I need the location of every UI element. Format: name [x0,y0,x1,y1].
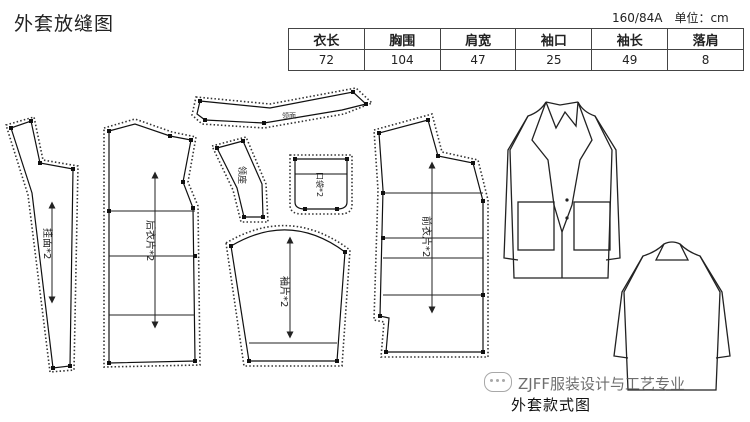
coat-front-sketch [503,101,621,279]
unit-label: 单位：cm [674,11,729,25]
pocket-label: 口袋*2 [315,172,325,197]
page-title: 外套放缝图 [14,13,115,35]
spec-value: 47 [439,49,517,71]
coat-back-sketch [613,241,731,391]
back-label: 后衣片*2 [144,220,157,261]
corner-markers [9,90,485,370]
style-caption: 外套款式图 [511,396,592,414]
spec-value: 104 [363,49,441,71]
spec-header: 落肩 [667,28,744,50]
front-label: 前衣片*2 [420,216,433,257]
wechat-icon [484,372,512,392]
front-piece: 前衣片*2 [373,113,489,358]
spec-table: 衣长 胸围 肩宽 袖口 袖长 落肩 72 104 47 25 49 8 [288,28,744,71]
size-info: 160/84A 单位：cm [612,9,741,26]
spec-header-row: 衣长 胸围 肩宽 袖口 袖长 落肩 [288,28,744,50]
collar-stand-piece: 领座 [210,136,269,223]
facing-piece: 挂面*2 [4,115,79,373]
watermark: ZJFF服装设计与工艺专业 [484,372,685,394]
coat-buttons [565,198,569,220]
sleeve-piece: 袖片*2 [225,224,351,367]
facing-label: 挂面*2 [41,228,54,259]
pocket-piece: 口袋*2 [289,154,353,215]
spec-header: 袖口 [515,28,593,50]
sleeve-label: 袖片*2 [278,276,291,307]
size-code: 160/84A [612,11,663,25]
spec-header: 肩宽 [439,28,517,50]
collar-notch-label: 领面 [282,111,296,120]
back-piece: 后衣片*2 [103,118,201,368]
watermark-text: ZJFF服装设计与工艺专业 [518,375,685,393]
spec-value: 8 [667,49,744,71]
spec-value-row: 72 104 47 25 49 8 [288,49,744,71]
collar-piece: 领面 [191,87,374,129]
collar-stand-label: 领座 [236,166,248,184]
